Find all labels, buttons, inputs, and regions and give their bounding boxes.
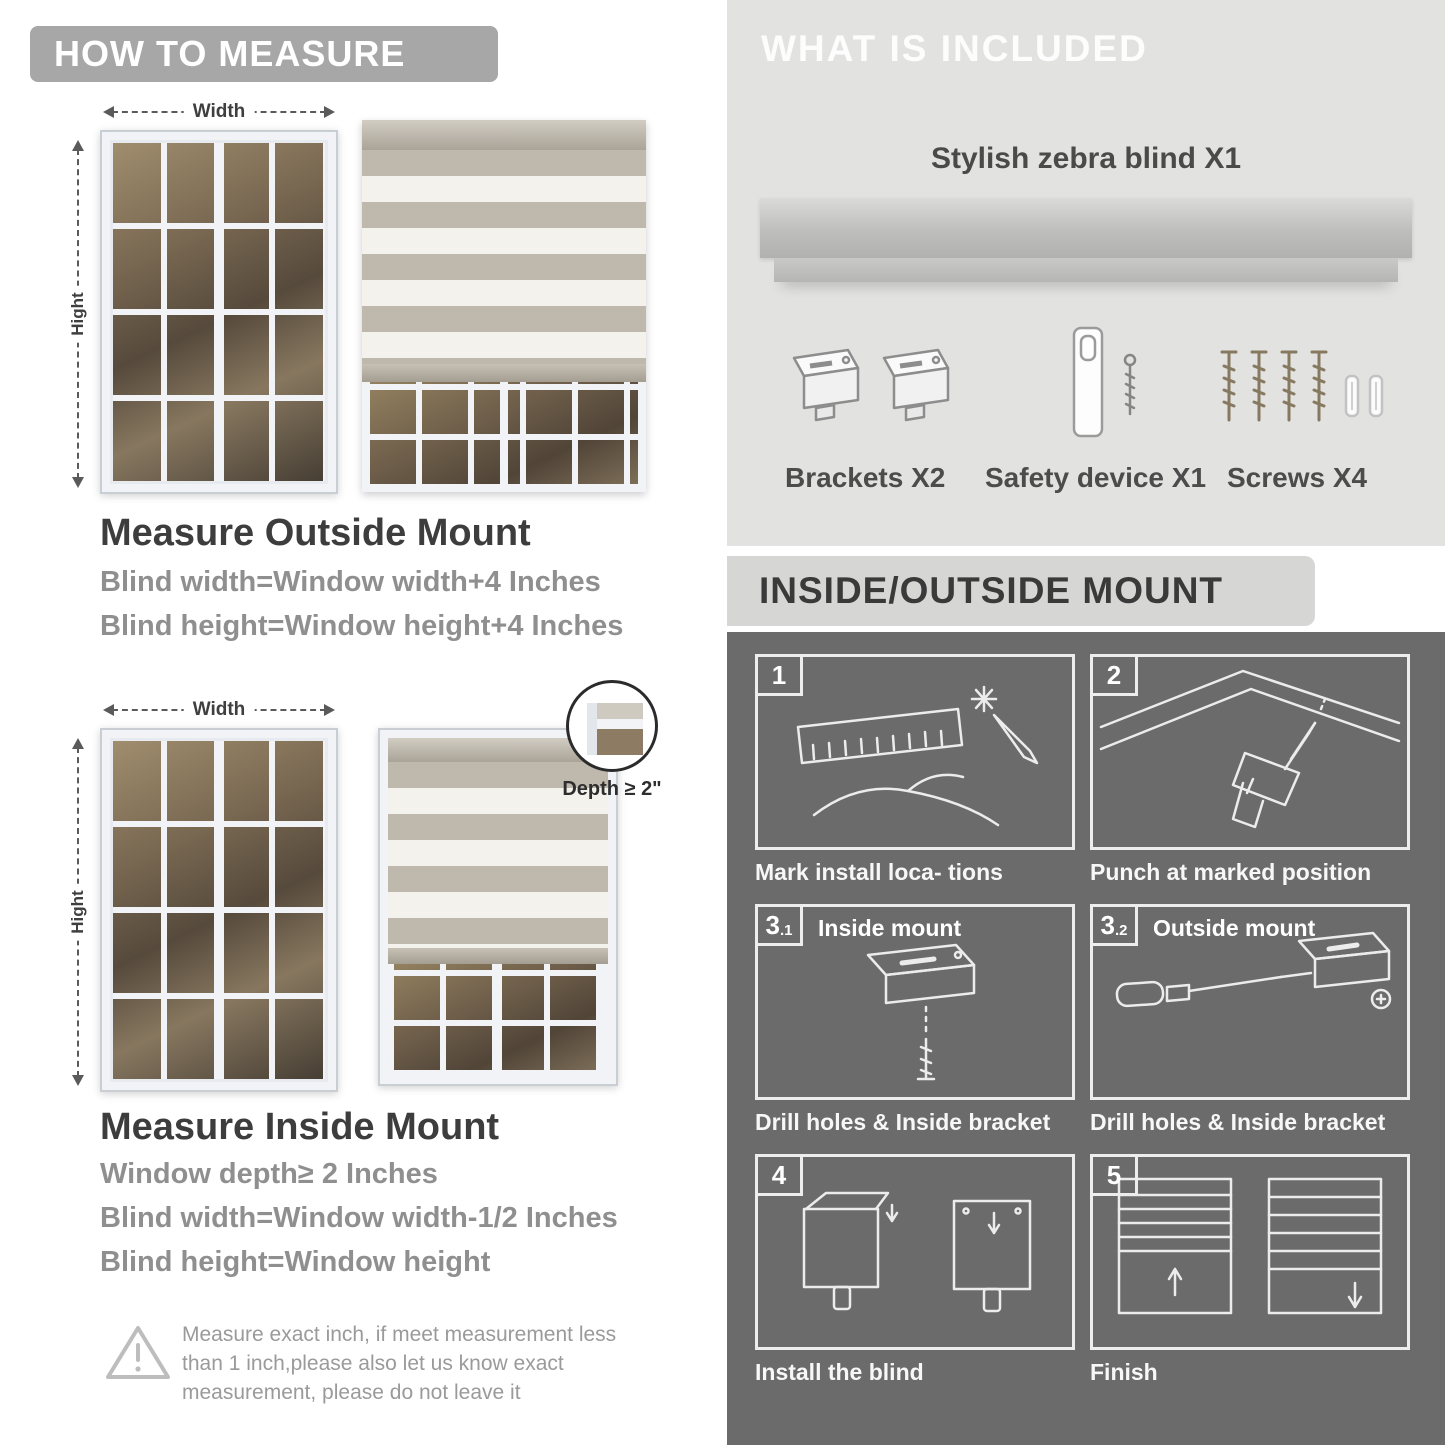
step-4-caption: Install the blind	[755, 1359, 924, 1385]
frame-corner-detail	[587, 703, 643, 755]
anchors-icon	[1344, 374, 1384, 418]
blind-headrail-illustration	[760, 198, 1412, 258]
step-5-caption: Finish	[1090, 1359, 1158, 1385]
mount-header-title: INSIDE/OUTSIDE MOUNT	[759, 570, 1224, 611]
step-1-caption: Mark install loca- tions	[755, 859, 1003, 885]
note-line-3: measurement, please do not leave it	[182, 1381, 521, 1404]
depth-callout-circle	[566, 680, 658, 772]
blind-bottom-rail	[362, 364, 646, 382]
finish-illustration	[1117, 1177, 1383, 1315]
height-dimension-inside: Hight	[68, 738, 88, 1086]
step-2-card: 2	[1090, 654, 1410, 850]
blind-illustration-outside	[362, 120, 646, 492]
screws-label: Screws X4	[1227, 462, 1368, 493]
arrow-up-icon	[72, 140, 84, 151]
what-is-included-header: WHAT IS INCLUDED	[761, 28, 1148, 69]
blind-illustration-inside	[378, 728, 618, 1086]
screws-icon	[1220, 350, 1384, 422]
blind-headrail-bottom	[774, 258, 1398, 282]
how-to-measure-header: HOW TO MEASURE	[30, 26, 498, 82]
warning-triangle-icon	[106, 1326, 170, 1379]
step-1-card: 1	[755, 654, 1075, 850]
screw-icon	[1123, 353, 1137, 416]
step-number: 3.1	[755, 904, 803, 946]
window-below-blind	[362, 382, 646, 492]
step-number: 4	[755, 1154, 803, 1196]
safety-device-icon	[1072, 326, 1137, 438]
how-to-measure-title: HOW TO MEASURE	[54, 33, 406, 74]
inside-bracket-illustration	[866, 943, 976, 1081]
arrow-right-icon	[324, 106, 335, 118]
height-label: Hight	[68, 285, 87, 343]
step-3-2: 3.2 Outside mount Drill holes & Inside b…	[1090, 904, 1410, 1136]
step-number: 3.2	[1090, 904, 1138, 946]
step-number: 1	[755, 654, 803, 696]
step-3-1-caption: Drill holes & Inside bracket	[755, 1109, 1051, 1135]
step-3-2-caption: Drill holes & Inside bracket	[1090, 1109, 1386, 1135]
note-line-1: Measure exact inch, if meet measurement …	[182, 1323, 617, 1346]
how-to-measure-section: HOW TO MEASURE Width Hight Measure Outsi…	[0, 0, 722, 1445]
arrow-left-icon	[103, 106, 114, 118]
window-panes	[110, 738, 328, 1082]
step-2: 2 Punch at marked position	[1090, 654, 1410, 886]
width-label: Width	[183, 700, 255, 720]
what-is-included-section: WHAT IS INCLUDED Stylish zebra blind X1	[727, 0, 1445, 546]
window-illustration-inside	[100, 728, 338, 1092]
step-4-card: 4	[755, 1154, 1075, 1350]
drill-illustration	[1099, 669, 1401, 829]
outside-mount-line2: Blind height=Window height+4 Inches	[100, 610, 624, 642]
step-number: 2	[1090, 654, 1138, 696]
blind-bottom-rail	[388, 948, 608, 964]
step-5: 5 Finish	[1090, 1154, 1410, 1386]
window-below-blind	[388, 964, 608, 1076]
inside-mount-line2: Blind width=Window width-1/2 Inches	[100, 1202, 618, 1234]
outside-mount-line1: Blind width=Window width+4 Inches	[100, 566, 601, 598]
height-dimension-outside: Hight	[68, 140, 88, 488]
inside-mount-line1: Window depth≥ 2 Inches	[100, 1158, 438, 1190]
blind-cassette	[362, 120, 646, 150]
step-3-2-card: 3.2 Outside mount	[1090, 904, 1410, 1100]
height-label: Hight	[68, 883, 87, 941]
brackets-label: Brackets X2	[785, 462, 946, 493]
window-illustration-outside	[100, 130, 338, 494]
inset-blind	[388, 738, 608, 1076]
depth-callout-label: Depth ≥ 2"	[562, 778, 662, 800]
inside-mount-line3: Blind height=Window height	[100, 1246, 491, 1278]
bracket-icon	[792, 348, 860, 422]
blind-stripes	[362, 150, 646, 364]
mark-location-illustration	[796, 685, 1039, 827]
install-blind-illustration	[802, 1191, 1032, 1313]
measurement-note: Measure exact inch, if meet measurement …	[182, 1320, 642, 1407]
width-dimension-inside: Width	[103, 700, 335, 720]
note-line-2: than 1 inch,please also let us know exac…	[182, 1352, 564, 1375]
step-2-caption: Punch at marked position	[1090, 859, 1372, 885]
inside-outside-mount-header: INSIDE/OUTSIDE MOUNT	[727, 556, 1315, 626]
inside-mount-title: Measure Inside Mount	[100, 1106, 500, 1148]
arrow-down-icon	[72, 1075, 84, 1086]
arrow-down-icon	[72, 477, 84, 488]
outside-mount-title: Measure Outside Mount	[100, 512, 531, 554]
bracket-icon	[882, 348, 950, 422]
step-4: 4 Install the blind	[755, 1154, 1075, 1386]
arrow-right-icon	[324, 704, 335, 716]
step-number: 5	[1090, 1154, 1138, 1196]
step-3-1-label: Inside mount	[818, 915, 962, 941]
step-3-2-label: Outside mount	[1153, 915, 1316, 941]
outside-bracket-illustration	[1115, 931, 1392, 1010]
width-dimension-outside: Width	[103, 102, 335, 122]
window-panes	[110, 140, 328, 484]
arrow-left-icon	[103, 704, 114, 716]
step-3-1-card: 3.1 Inside mount	[755, 904, 1075, 1100]
width-label: Width	[183, 102, 255, 122]
step-1: 1 Mark install loca- tions	[755, 654, 1075, 886]
step-5-card: 5	[1090, 1154, 1410, 1350]
safety-device-label: Safety device X1	[985, 462, 1207, 493]
zebra-blind-label: Stylish zebra blind X1	[930, 142, 1242, 175]
arrow-up-icon	[72, 738, 84, 749]
step-3-1: 3.1 Inside mount Drill holes & Inside br…	[755, 904, 1075, 1136]
blind-stripes	[388, 762, 608, 948]
